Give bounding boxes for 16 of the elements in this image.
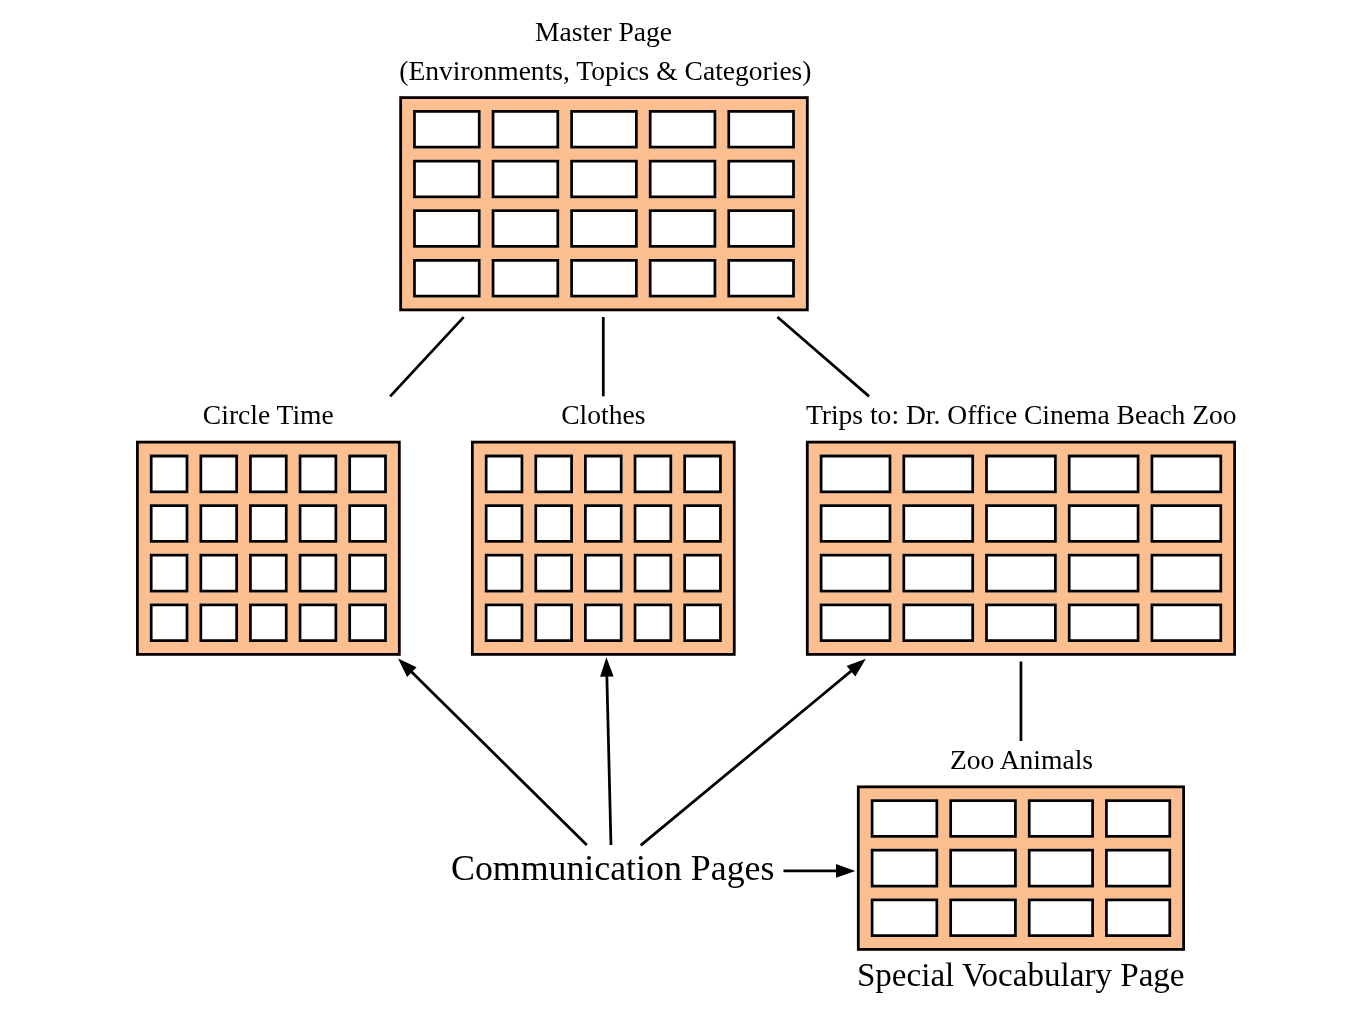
node-label: Clothes <box>560 399 645 431</box>
node-label: Circle Time <box>202 399 334 431</box>
arrow <box>599 657 614 846</box>
connector <box>601 317 605 397</box>
arrow <box>397 658 588 847</box>
node-label: Zoo Animals <box>949 743 1093 775</box>
node-text: Communication Pages <box>450 847 774 888</box>
connector <box>1019 661 1022 741</box>
connector <box>776 316 870 398</box>
arrow <box>783 864 855 878</box>
node-label: Master Page <box>534 16 672 48</box>
node-label: Trips to: Dr. Office Cinema Beach Zoo <box>805 399 1237 431</box>
arrow <box>639 658 866 847</box>
node-label: Special Vocabulary Page <box>856 956 1185 993</box>
connector <box>388 316 465 398</box>
node-label: (Environments, Topics & Categories) <box>398 54 812 86</box>
